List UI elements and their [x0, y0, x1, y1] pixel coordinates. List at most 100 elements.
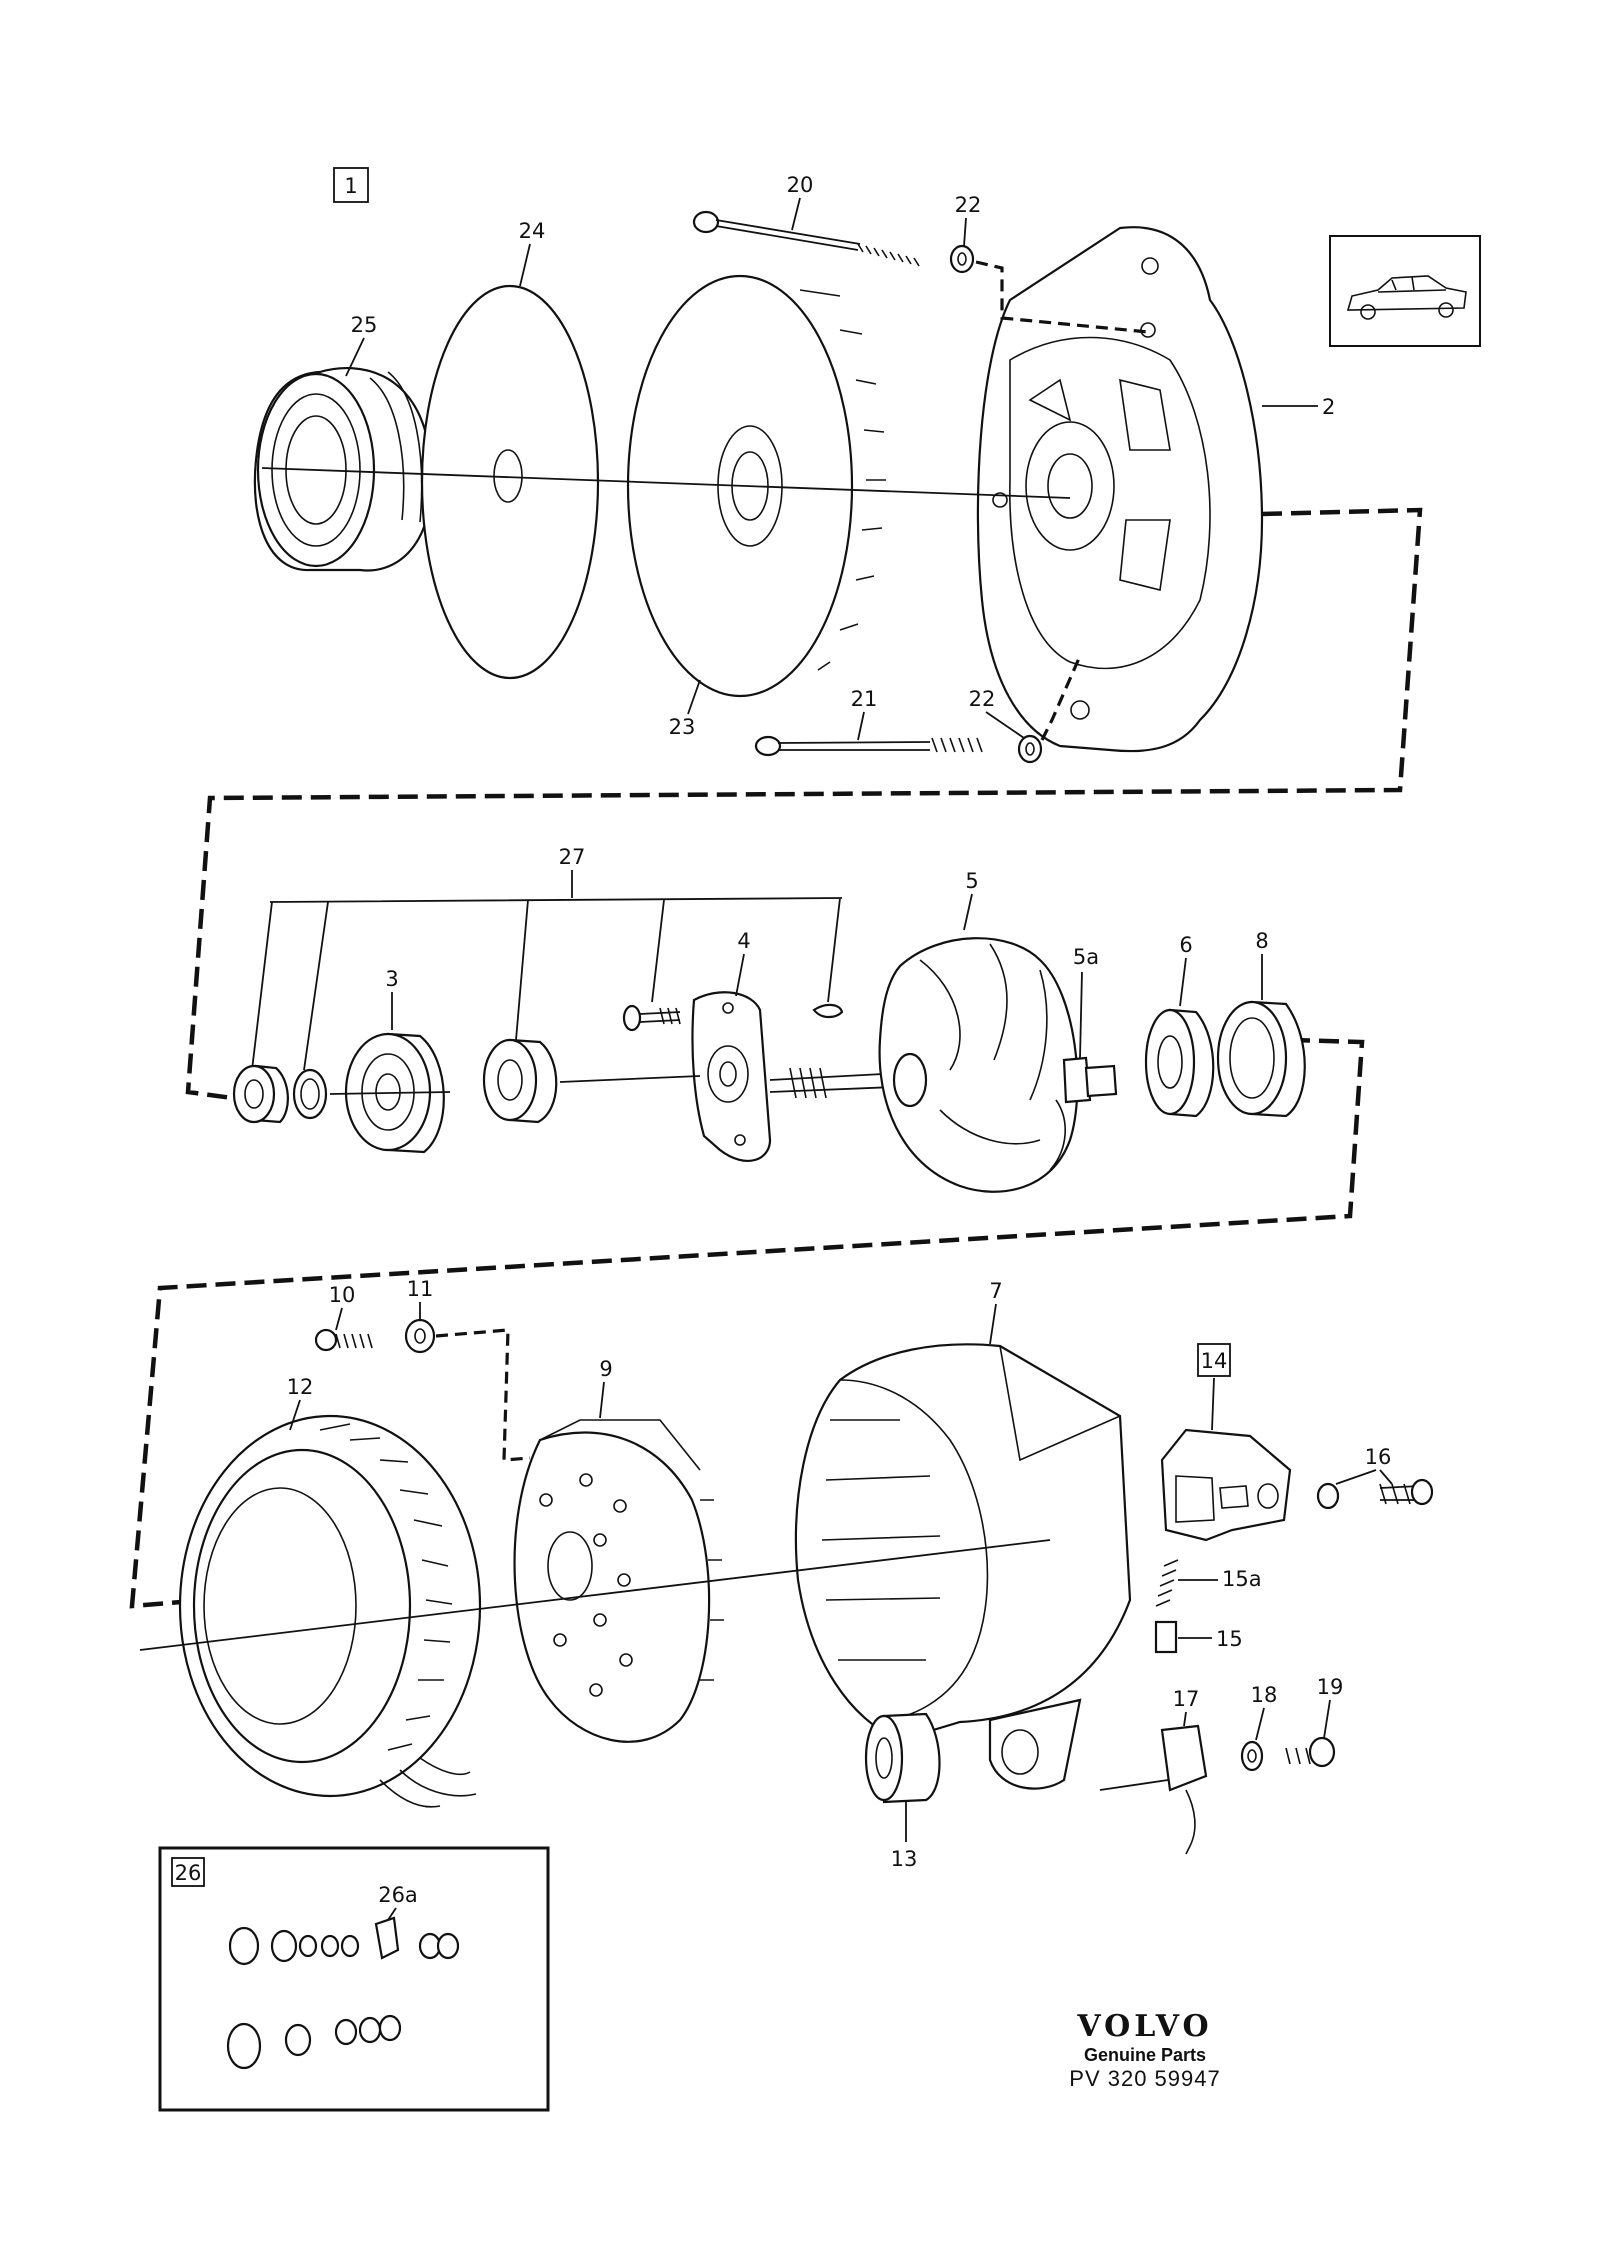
callout-16: 16	[1335, 1445, 1393, 1485]
dashed-connector-section-1-2	[185, 507, 1423, 1101]
svg-text:10: 10	[329, 1283, 356, 1307]
callout-3: 3	[385, 967, 399, 1030]
svg-text:1: 1	[344, 174, 357, 198]
svg-text:11: 11	[407, 1277, 434, 1301]
dashed-connector-11	[435, 1328, 531, 1462]
part-number: PV 320 59947	[1069, 2066, 1221, 2091]
svg-text:12: 12	[287, 1375, 314, 1399]
callout-13: 13	[891, 1802, 918, 1871]
svg-text:14: 14	[1201, 1349, 1228, 1373]
callout-20: 20	[787, 173, 814, 231]
through-bolt-20	[692, 210, 920, 267]
screw-16	[1316, 1478, 1434, 1510]
through-bolt-21	[754, 735, 983, 757]
stator-12	[178, 1414, 482, 1808]
svg-text:17: 17	[1173, 1687, 1200, 1711]
svg-text:27: 27	[559, 845, 586, 869]
front-housing-2	[976, 226, 1264, 753]
circlip	[292, 1068, 328, 1120]
callout-8: 8	[1255, 929, 1269, 1000]
svg-text:26: 26	[175, 1861, 202, 1885]
svg-text:6: 6	[1179, 933, 1192, 957]
callout-11: 11	[407, 1277, 434, 1320]
box-label-1: 1	[333, 167, 369, 203]
svg-text:7: 7	[989, 1279, 1002, 1303]
washer-22-top	[949, 244, 975, 274]
shaft-axis-top	[261, 467, 1071, 499]
svg-text:13: 13	[891, 1847, 918, 1871]
callout-10: 10	[329, 1283, 356, 1331]
svg-text:16: 16	[1365, 1445, 1392, 1469]
callout-25: 25	[345, 313, 378, 377]
svg-text:25: 25	[351, 313, 378, 337]
callout-15: 15	[1178, 1627, 1243, 1651]
svg-text:22: 22	[969, 687, 996, 711]
callout-27: 27	[559, 845, 586, 898]
svg-text:5: 5	[965, 869, 978, 893]
brand-name: VOLVO	[1077, 2009, 1213, 2044]
svg-text:15a: 15a	[1222, 1567, 1262, 1591]
svg-text:8: 8	[1255, 929, 1268, 953]
bushing	[482, 1038, 558, 1124]
callout-19: 19	[1317, 1675, 1344, 1739]
callout-18: 18	[1251, 1683, 1278, 1741]
bearing-6	[1144, 1008, 1215, 1118]
bracket-27	[251, 897, 843, 1071]
washer-11	[404, 1318, 436, 1354]
screw-and-retainer-plate-4	[622, 991, 772, 1162]
callout-6: 6	[1179, 933, 1193, 1007]
svg-text:26a: 26a	[378, 1883, 418, 1907]
callout-4: 4	[735, 929, 751, 997]
callout-2: 2	[1262, 395, 1335, 419]
kit-26-parts	[226, 1916, 460, 2070]
callout-7: 7	[989, 1279, 1003, 1345]
callout-22-top: 22	[955, 193, 982, 247]
shim-disc-24	[420, 284, 600, 680]
woodruff-key	[812, 1003, 844, 1019]
callout-21: 21	[851, 687, 878, 741]
svg-text:9: 9	[599, 1357, 612, 1381]
svg-text:19: 19	[1317, 1675, 1344, 1699]
voltage-regulator-14	[1160, 1428, 1292, 1542]
callout-5: 5	[963, 869, 979, 931]
svg-text:24: 24	[519, 219, 546, 243]
callout-5a: 5a	[1073, 945, 1099, 1059]
svg-text:15: 15	[1216, 1627, 1243, 1651]
washer-18	[1240, 1740, 1264, 1772]
svg-text:21: 21	[851, 687, 878, 711]
shaft-axis-middle	[329, 1075, 701, 1095]
screw-19	[1285, 1736, 1336, 1768]
svg-text:3: 3	[385, 967, 398, 991]
spacer-ring	[232, 1064, 289, 1124]
screw-10	[314, 1328, 373, 1352]
svg-text:23: 23	[669, 715, 696, 739]
callout-23: 23	[669, 679, 701, 739]
rear-housing-7	[794, 1343, 1132, 1790]
shaft-axis-bottom	[139, 1539, 1051, 1651]
box-label-14: 14	[1197, 1343, 1231, 1377]
box-label-26: 26	[171, 1857, 205, 1887]
rectifier-9	[513, 1419, 724, 1743]
capacitor-17	[1099, 1724, 1208, 1855]
washer-22-bottom	[1017, 734, 1043, 764]
dashed-connector-22-bottom	[1040, 655, 1082, 741]
svg-text:2: 2	[1322, 395, 1335, 419]
callout-22-bottom: 22	[969, 687, 1025, 739]
callout-24: 24	[519, 219, 546, 287]
bushing-13	[864, 1712, 941, 1804]
car-thumbnail-icon	[1329, 235, 1481, 347]
svg-text:18: 18	[1251, 1683, 1278, 1707]
svg-text:20: 20	[787, 173, 814, 197]
svg-text:22: 22	[955, 193, 982, 217]
svg-text:5a: 5a	[1073, 945, 1099, 969]
brand-tagline: Genuine Parts	[1083, 2045, 1207, 2065]
bearing-cover-8	[1216, 1000, 1306, 1118]
carbon-brush-15	[1154, 1620, 1178, 1654]
volvo-genuine-parts-stamp: VOLVO Genuine Parts PV 320 59947	[1040, 2010, 1250, 2092]
kit-26-box	[158, 1846, 550, 2112]
leader-14	[1211, 1377, 1215, 1431]
spring-15a	[1155, 1559, 1179, 1607]
callout-15a: 15a	[1178, 1567, 1262, 1591]
rotor-5	[769, 937, 1118, 1193]
